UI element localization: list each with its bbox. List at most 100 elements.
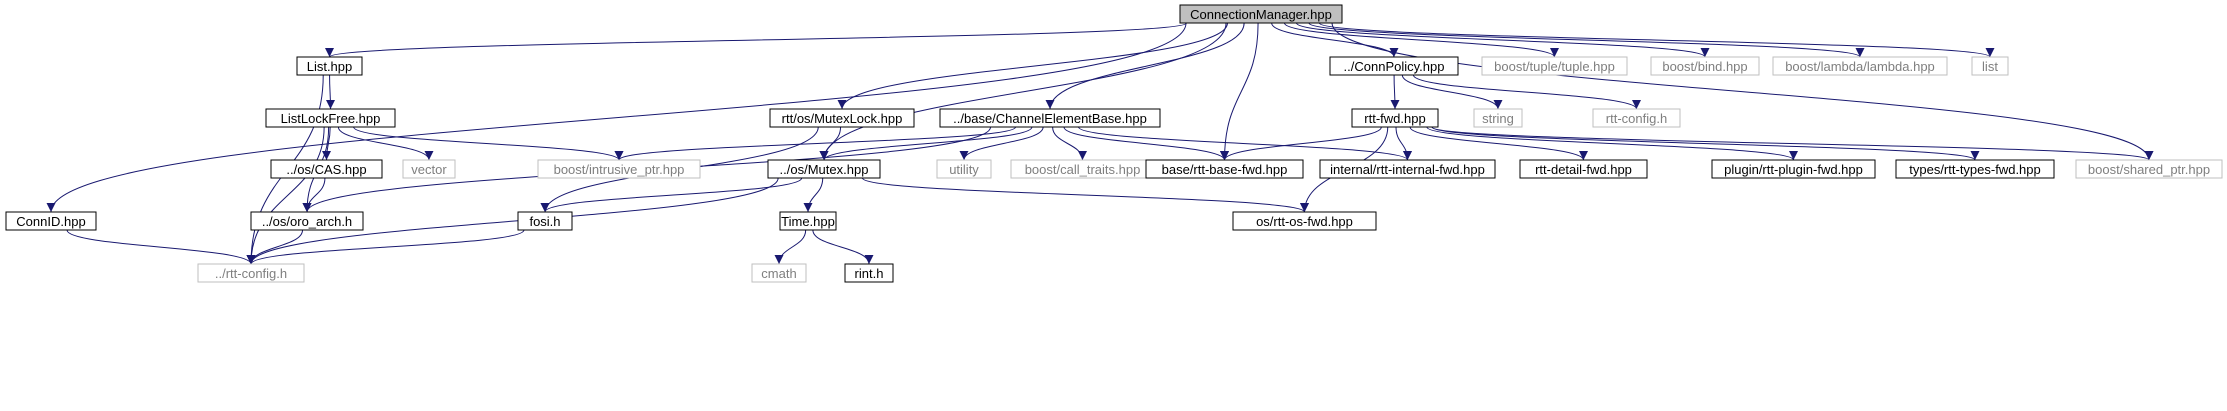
- node-calltraits[interactable]: boost/call_traits.hpp: [1010, 159, 1155, 179]
- edge-root-to-connid: [46, 22, 1187, 213]
- node-rint[interactable]: rint.h: [844, 263, 894, 283]
- edge-connpolicy-to-rttfwd: [1390, 74, 1400, 110]
- node-label: boost/intrusive_ptr.hpp: [554, 162, 685, 177]
- node-detailfwd[interactable]: rtt-detail-fwd.hpp: [1519, 159, 1648, 179]
- node-label: ../rtt-config.h: [215, 266, 287, 281]
- node-mutexlock[interactable]: rtt/os/MutexLock.hpp: [769, 108, 915, 128]
- node-box: [1145, 159, 1304, 179]
- node-box: [1232, 211, 1377, 231]
- node-label: types/rtt-types-fwd.hpp: [1909, 162, 2041, 177]
- edge-rttfwd-to-detailfwd: [1409, 126, 1588, 161]
- edge-root-to-channelelementbase: [1045, 22, 1245, 110]
- edges-layer: [46, 22, 2154, 265]
- node-pluginfwd[interactable]: plugin/rtt-plugin-fwd.hpp: [1711, 159, 1876, 179]
- edge-channelelementbase-to-internalfwd: [1078, 126, 1412, 161]
- edge-mutex-to-fosi: [540, 177, 803, 213]
- node-oroarch[interactable]: ../os/oro_arch.h: [250, 211, 364, 231]
- node-box: [270, 159, 383, 179]
- node-box: [250, 211, 364, 231]
- node-box: [1519, 159, 1648, 179]
- node-box: [1473, 108, 1523, 128]
- node-fosi[interactable]: fosi.h: [517, 211, 573, 231]
- node-channelelementbase[interactable]: ../base/ChannelElementBase.hpp: [939, 108, 1161, 128]
- node-mutex[interactable]: ../os/Mutex.hpp: [767, 159, 881, 179]
- node-intrusive[interactable]: boost/intrusive_ptr.hpp: [537, 159, 701, 179]
- edge-channelelementbase-to-utility: [959, 126, 1044, 161]
- node-string[interactable]: string: [1473, 108, 1523, 128]
- edge-channelelementbase-to-mutex: [819, 126, 1033, 161]
- node-label: base/rtt-base-fwd.hpp: [1162, 162, 1288, 177]
- node-list[interactable]: list: [1971, 56, 2009, 76]
- node-label: vector: [411, 162, 447, 177]
- edge-channelelementbase-to-calltraits: [1052, 126, 1087, 161]
- node-label: rtt-detail-fwd.hpp: [1535, 162, 1632, 177]
- node-vector[interactable]: vector: [402, 159, 456, 179]
- node-box: [1772, 56, 1948, 76]
- node-connid[interactable]: ConnID.hpp: [5, 211, 97, 231]
- node-box: [1971, 56, 2009, 76]
- node-cas[interactable]: ../os/CAS.hpp: [270, 159, 383, 179]
- node-label: ../base/ChannelElementBase.hpp: [953, 111, 1147, 126]
- node-label: ../os/CAS.hpp: [286, 162, 366, 177]
- node-tuple[interactable]: boost/tuple/tuple.hpp: [1481, 56, 1628, 76]
- node-label: ListLockFree.hpp: [281, 111, 381, 126]
- node-box: [402, 159, 456, 179]
- node-label: ../os/oro_arch.h: [262, 214, 352, 229]
- node-listlockfree[interactable]: ListLockFree.hpp: [265, 108, 396, 128]
- node-time[interactable]: Time.hpp: [779, 211, 837, 231]
- node-lambda[interactable]: boost/lambda/lambda.hpp: [1772, 56, 1948, 76]
- node-box: [1351, 108, 1439, 128]
- node-box: [1319, 159, 1496, 179]
- node-label: utility: [949, 162, 979, 177]
- edge-listlockfree-to-cas: [322, 126, 332, 161]
- node-rttconfig_small[interactable]: rtt-config.h: [1592, 108, 1681, 128]
- node-list_hpp[interactable]: List.hpp: [296, 56, 363, 76]
- edge-listlockfree-to-intrusive: [353, 126, 624, 161]
- node-rttconfig[interactable]: ../rtt-config.h: [197, 263, 305, 283]
- edge-root-to-tuple: [1283, 22, 1559, 58]
- edge-root-to-mutexlock: [837, 22, 1228, 110]
- node-sharedptr[interactable]: boost/shared_ptr.hpp: [2075, 159, 2223, 179]
- edge-connpolicy-to-rttconfig_small: [1412, 74, 1641, 110]
- node-root[interactable]: ConnectionManager.hpp: [1179, 4, 1343, 24]
- node-internalfwd[interactable]: internal/rtt-internal-fwd.hpp: [1319, 159, 1496, 179]
- node-osfwd[interactable]: os/rtt-os-fwd.hpp: [1232, 211, 1377, 231]
- node-label: boost/tuple/tuple.hpp: [1494, 59, 1615, 74]
- node-box: [844, 263, 894, 283]
- edge-fosi-to-rttconfig: [246, 229, 525, 265]
- edge-listlockfree-to-vector: [337, 126, 434, 161]
- node-cmath[interactable]: cmath: [751, 263, 807, 283]
- node-bind[interactable]: boost/bind.hpp: [1650, 56, 1760, 76]
- edge-mutex-to-time: [803, 177, 824, 213]
- node-utility[interactable]: utility: [936, 159, 992, 179]
- node-box: [517, 211, 573, 231]
- edge-list_hpp-to-listlockfree: [325, 74, 335, 110]
- node-label: rtt/os/MutexLock.hpp: [782, 111, 903, 126]
- node-basefwd[interactable]: base/rtt-base-fwd.hpp: [1145, 159, 1304, 179]
- node-label: Time.hpp: [781, 214, 835, 229]
- node-box: [1481, 56, 1628, 76]
- node-connpolicy[interactable]: ../ConnPolicy.hpp: [1329, 56, 1459, 76]
- edge-rttfwd-to-pluginfwd: [1426, 126, 1798, 161]
- edge-root-to-bind: [1296, 22, 1710, 58]
- edge-mutex-to-osfwd: [861, 177, 1309, 213]
- node-box: [1711, 159, 1876, 179]
- node-box: [767, 159, 881, 179]
- edge-time-to-rint: [812, 229, 874, 265]
- node-label: boost/shared_ptr.hpp: [2088, 162, 2210, 177]
- node-rttfwd[interactable]: rtt-fwd.hpp: [1351, 108, 1439, 128]
- node-box: [1650, 56, 1760, 76]
- node-label: internal/rtt-internal-fwd.hpp: [1330, 162, 1485, 177]
- edge-rttfwd-to-sharedptr: [1431, 126, 2154, 161]
- node-label: boost/call_traits.hpp: [1025, 162, 1141, 177]
- edge-root-to-connpolicy: [1271, 22, 1399, 58]
- edge-channelelementbase-to-basefwd: [1063, 126, 1229, 161]
- edge-connid-to-rttconfig: [66, 229, 256, 265]
- node-label: boost/lambda/lambda.hpp: [1785, 59, 1935, 74]
- node-label: os/rtt-os-fwd.hpp: [1256, 214, 1353, 229]
- node-typesfwd[interactable]: types/rtt-types-fwd.hpp: [1895, 159, 2055, 179]
- node-label: ../os/Mutex.hpp: [780, 162, 869, 177]
- edge-rttfwd-to-typesfwd: [1431, 126, 1980, 161]
- node-label: string: [1482, 111, 1514, 126]
